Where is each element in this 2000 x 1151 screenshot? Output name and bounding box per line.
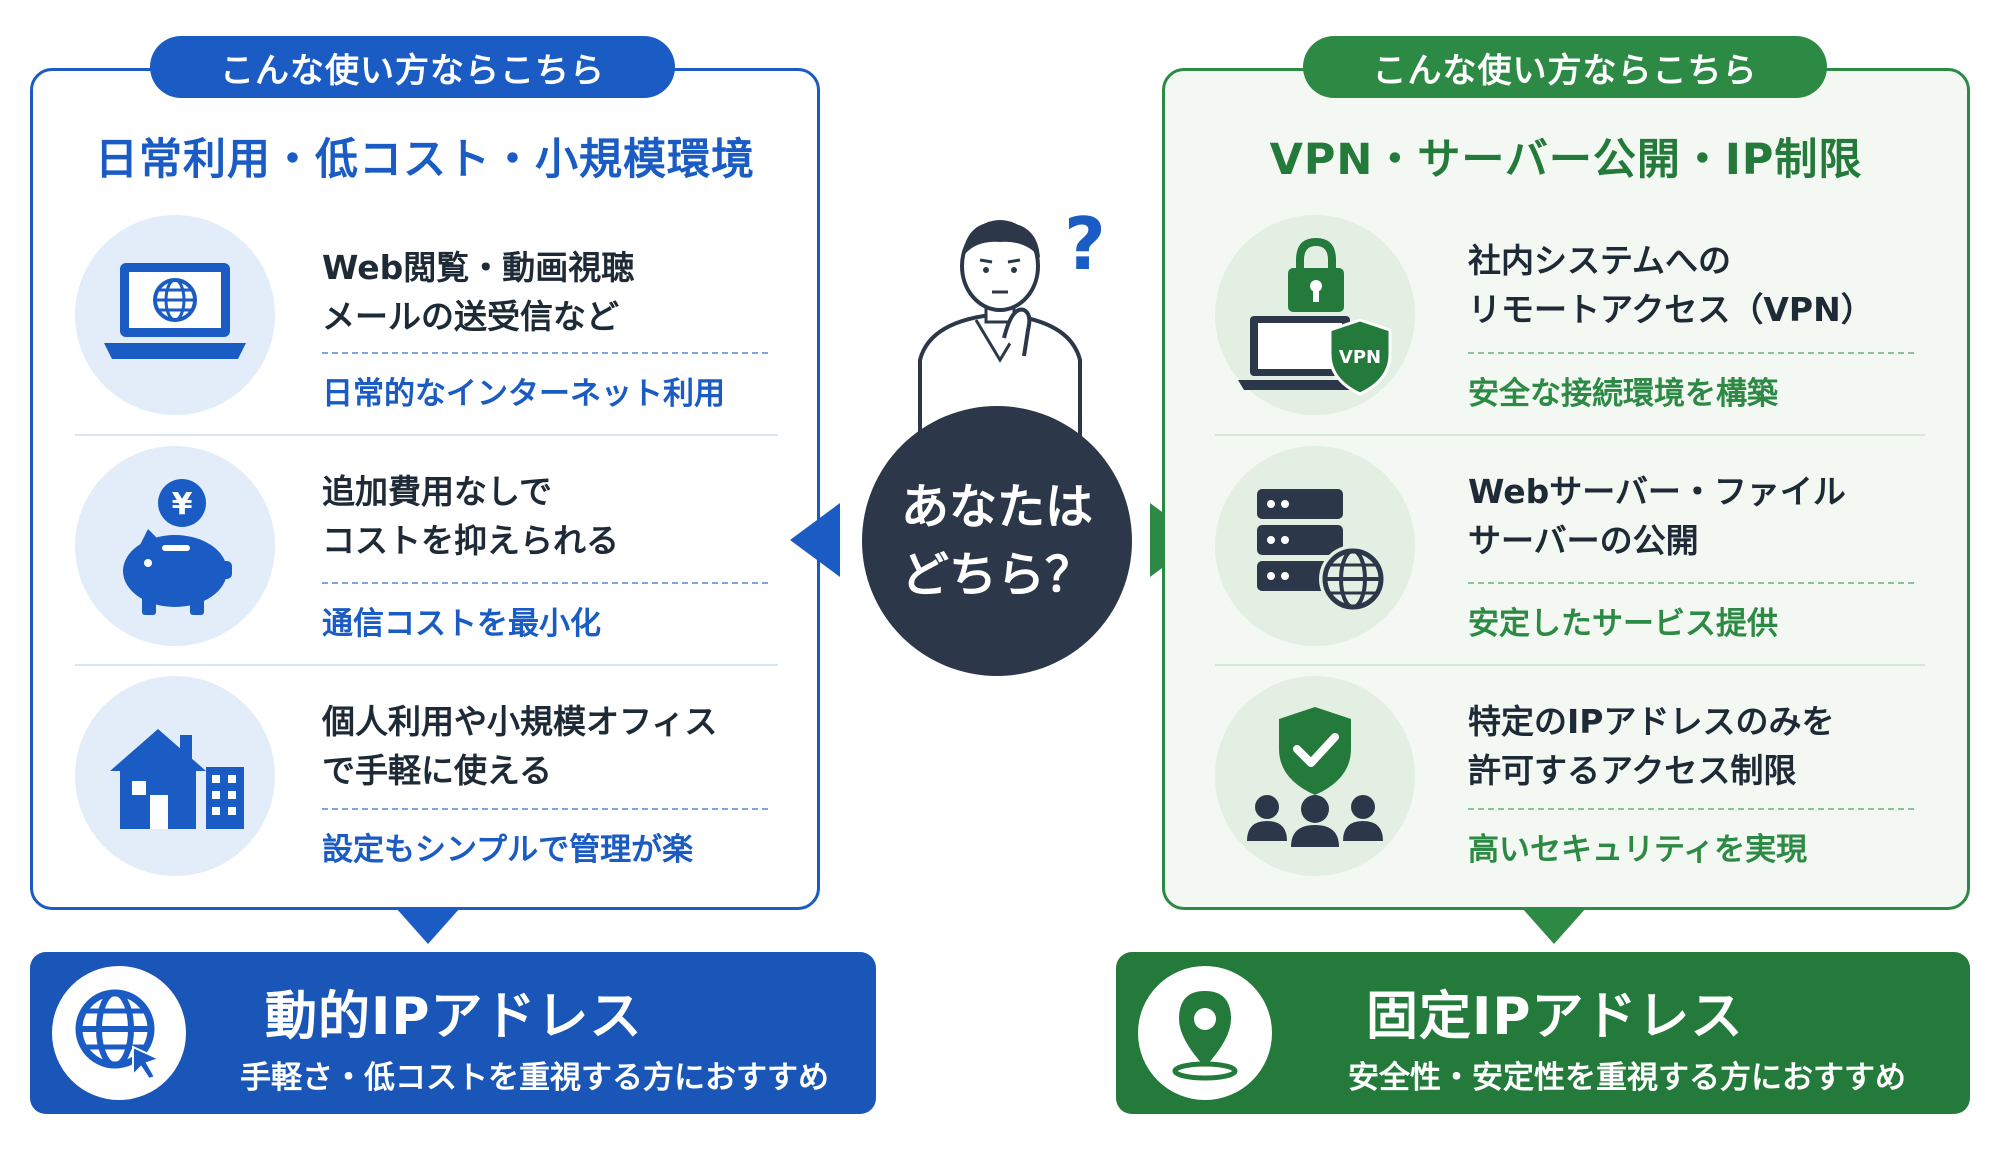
left-feature-1-main: Web閲覧・動画視聴 メールの送受信など	[322, 248, 635, 336]
globe-icon	[52, 966, 186, 1100]
center-question: あなたは どちら？	[862, 406, 1132, 676]
divider	[75, 434, 778, 436]
thinking-person-icon	[900, 210, 1100, 442]
right-feature-3-main: 特定のIPアドレスのみを 許可するアクセス制限	[1468, 702, 1835, 790]
right-feature-2: Webサーバー・ファイル サーバーの公開	[1468, 467, 1928, 565]
yen-symbol: ¥	[172, 487, 193, 522]
map-pin-icon	[1138, 966, 1272, 1100]
divider-dashed	[322, 808, 768, 810]
laptop-globe-icon	[75, 215, 275, 415]
right-feature-1-sub: 安全な接続環境を構築	[1468, 376, 1778, 412]
vpn-badge: VPN	[1339, 347, 1381, 368]
left-heading: 日常利用・低コスト・小規模環境	[95, 135, 755, 185]
dynamic-ip-result: 動的IPアドレス 手軽さ・低コストを重視する方におすすめ	[30, 952, 876, 1114]
right-tag: こんな使い方ならこちら	[1303, 36, 1827, 98]
right-feature-3: 特定のIPアドレスのみを 許可するアクセス制限	[1468, 697, 1928, 795]
divider	[1215, 434, 1925, 436]
left-feature-1: Web閲覧・動画視聴 メールの送受信など	[322, 243, 782, 341]
left-feature-3: 個人利用や小規模オフィス で手軽に使える	[322, 697, 782, 795]
left-tag: こんな使い方ならこちら	[150, 36, 675, 98]
right-feature-2-main: Webサーバー・ファイル サーバーの公開	[1468, 472, 1846, 560]
static-ip-result: 固定IPアドレス 安全性・安定性を重視する方におすすめ	[1116, 952, 1970, 1114]
left-pointer	[396, 908, 460, 944]
left-feature-2-sub: 通信コストを最小化	[322, 606, 601, 642]
divider-dashed	[322, 352, 768, 354]
house-building-icon	[75, 676, 275, 876]
left-feature-2-main: 追加費用なしで コストを抑えられる	[322, 472, 619, 560]
right-heading: VPN・サーバー公開・IP制限	[1269, 135, 1863, 185]
piggy-bank-yen-icon: ¥	[75, 446, 275, 646]
left-feature-2: 追加費用なしで コストを抑えられる	[322, 467, 782, 565]
static-ip-title: 固定IPアドレス	[1366, 987, 1744, 1047]
lock-laptop-vpn-shield-icon: VPN	[1215, 215, 1415, 415]
dynamic-ip-subtitle: 手軽さ・低コストを重視する方におすすめ	[240, 1060, 829, 1096]
left-feature-1-sub: 日常的なインターネット利用	[322, 376, 725, 412]
right-feature-3-sub: 高いセキュリティを実現	[1468, 832, 1808, 868]
static-ip-subtitle: 安全性・安定性を重視する方におすすめ	[1348, 1060, 1906, 1096]
right-feature-1: 社内システムへの リモートアクセス（VPN）	[1468, 236, 1928, 334]
divider-dashed	[1468, 582, 1914, 584]
left-feature-3-sub: 設定もシンプルで管理が楽	[322, 832, 694, 868]
dynamic-ip-title: 動的IPアドレス	[265, 987, 643, 1047]
server-globe-icon	[1215, 446, 1415, 646]
divider	[1215, 664, 1925, 666]
divider-dashed	[322, 582, 768, 584]
center-question-line2: どちら？	[900, 547, 1093, 603]
right-pointer	[1522, 908, 1586, 944]
shield-check-people-icon	[1215, 676, 1415, 876]
left-feature-3-main: 個人利用や小規模オフィス で手軽に使える	[322, 702, 718, 790]
center-question-line1: あなたは	[900, 479, 1093, 535]
question-mark-icon: ?	[1064, 202, 1106, 286]
right-feature-1-main: 社内システムへの リモートアクセス（VPN）	[1468, 241, 1874, 329]
right-feature-2-sub: 安定したサービス提供	[1468, 606, 1778, 642]
divider-dashed	[1468, 808, 1914, 810]
divider-dashed	[1468, 352, 1914, 354]
arrow-left-icon	[790, 503, 840, 577]
divider	[75, 664, 778, 666]
